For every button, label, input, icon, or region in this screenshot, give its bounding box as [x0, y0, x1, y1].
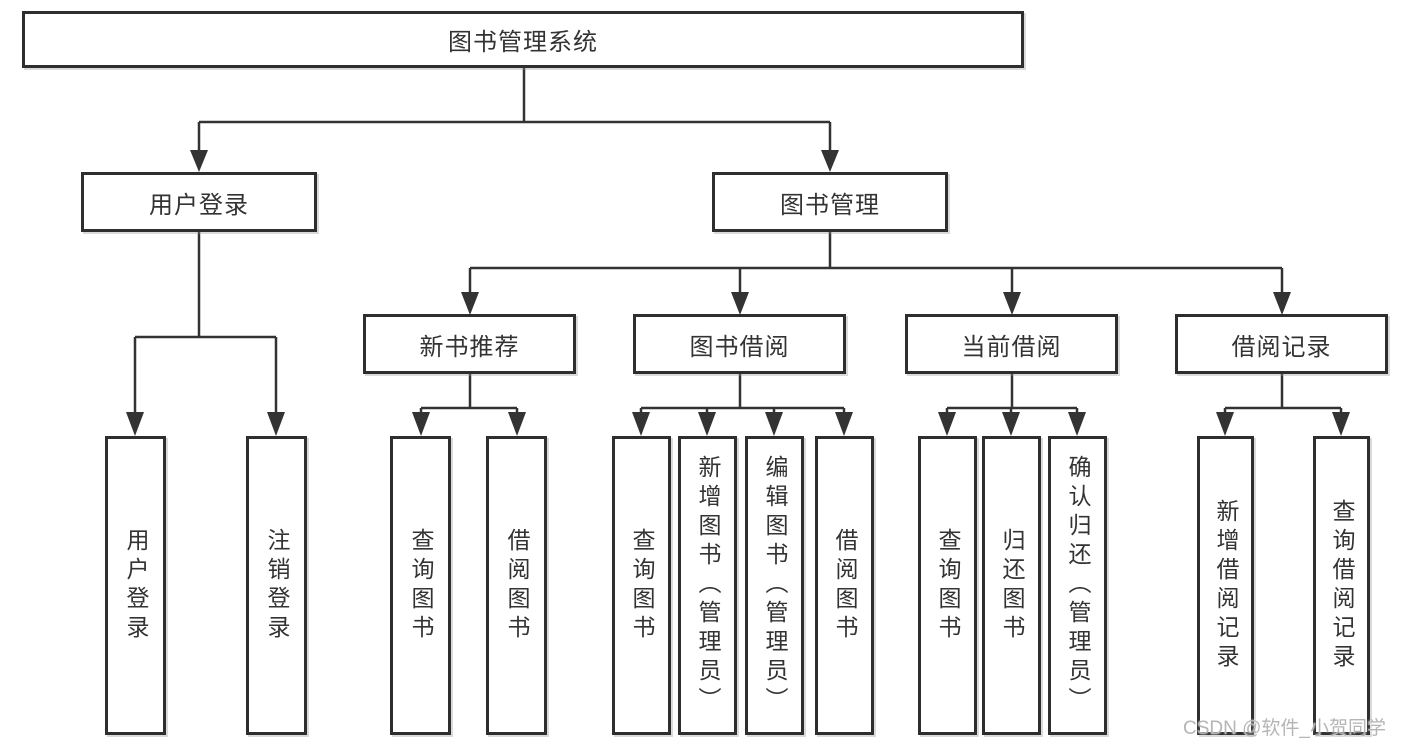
arrowhead — [632, 412, 650, 436]
connector-book-management-to-level3 — [461, 232, 1291, 315]
watermark: CSDN @软件_小贺同学 — [1183, 718, 1386, 739]
node-label: 新书推荐 — [419, 333, 520, 361]
node-label: 图书借阅 — [689, 333, 790, 361]
node-label: 借阅图书 — [504, 527, 530, 644]
arrowhead — [461, 292, 479, 315]
connector-new-book-recommend-to-leaves — [412, 374, 526, 436]
arrowhead — [267, 412, 285, 436]
leaf-recommend-query-books: 查询图书 — [390, 436, 451, 735]
node-label: 借阅图书 — [832, 527, 858, 644]
node-label: 查询图书 — [629, 527, 655, 644]
node-user-login-group: 用户登录 — [81, 172, 317, 232]
leaf-borrow-query-books: 查询图书 — [612, 436, 671, 735]
arrowhead — [1273, 292, 1291, 315]
arrowhead — [190, 150, 208, 172]
node-label: 查询借阅记录 — [1329, 498, 1355, 673]
node-current-borrow: 当前借阅 — [905, 314, 1118, 374]
leaf-borrow-borrow-books: 借阅图书 — [815, 436, 874, 735]
connector-current-borrow-to-leaves — [938, 374, 1086, 436]
node-new-book-recommend: 新书推荐 — [363, 314, 576, 374]
node-label: 编辑图书（管理员） — [762, 455, 788, 716]
arrowhead — [821, 150, 839, 172]
arrowhead — [835, 412, 853, 436]
connector-user-login-to-leaves — [126, 232, 285, 436]
node-label: 当前借阅 — [961, 333, 1062, 361]
node-label: 查询图书 — [935, 527, 961, 644]
arrowhead — [731, 292, 749, 315]
connector-borrow-records-to-leaves — [1216, 374, 1350, 436]
leaf-current-confirm-return-admin: 确认归还（管理员） — [1048, 436, 1107, 735]
node-book-management: 图书管理 — [712, 172, 948, 232]
arrowhead — [412, 412, 430, 436]
leaf-borrow-edit-books-admin: 编辑图书（管理员） — [745, 436, 804, 735]
node-label: 用户登录 — [123, 527, 149, 644]
node-label: 用户登录 — [149, 191, 249, 219]
node-label: 图书管理 — [780, 191, 880, 219]
arrowhead — [1002, 412, 1020, 436]
node-label: 新增图书（管理员） — [695, 455, 721, 716]
leaf-current-query-books: 查询图书 — [918, 436, 977, 735]
leaf-recommend-borrow-books: 借阅图书 — [486, 436, 547, 735]
leaf-current-return-books: 归还图书 — [982, 436, 1041, 735]
leaf-records-query-record: 查询借阅记录 — [1313, 436, 1370, 735]
arrowhead — [765, 412, 783, 436]
node-book-borrow: 图书借阅 — [633, 314, 846, 374]
node-label: 图书管理系统 — [448, 29, 598, 56]
node-label: 确认归还（管理员） — [1065, 455, 1091, 716]
connector-book-borrow-to-leaves — [632, 374, 853, 436]
arrowhead — [508, 412, 526, 436]
arrowhead — [938, 412, 956, 436]
node-label: 新增借阅记录 — [1213, 498, 1239, 673]
node-label: 归还图书 — [999, 527, 1025, 644]
connector-root-to-level2 — [190, 68, 839, 172]
node-label: 查询图书 — [408, 527, 434, 644]
arrowhead — [698, 412, 716, 436]
arrowhead — [1332, 412, 1350, 436]
leaf-records-add-record: 新增借阅记录 — [1197, 436, 1254, 735]
leaf-borrow-add-books-admin: 新增图书（管理员） — [678, 436, 737, 735]
arrowhead — [126, 412, 144, 436]
node-label: 借阅记录 — [1231, 333, 1332, 361]
node-root: 图书管理系统 — [22, 11, 1024, 68]
leaf-user-login: 用户登录 — [105, 436, 166, 735]
arrowhead — [1216, 412, 1234, 436]
arrowhead — [1068, 412, 1086, 436]
node-label: 注销登录 — [264, 527, 290, 644]
leaf-logout: 注销登录 — [246, 436, 307, 735]
arrowhead — [1003, 292, 1021, 315]
node-borrow-records: 借阅记录 — [1175, 314, 1388, 374]
